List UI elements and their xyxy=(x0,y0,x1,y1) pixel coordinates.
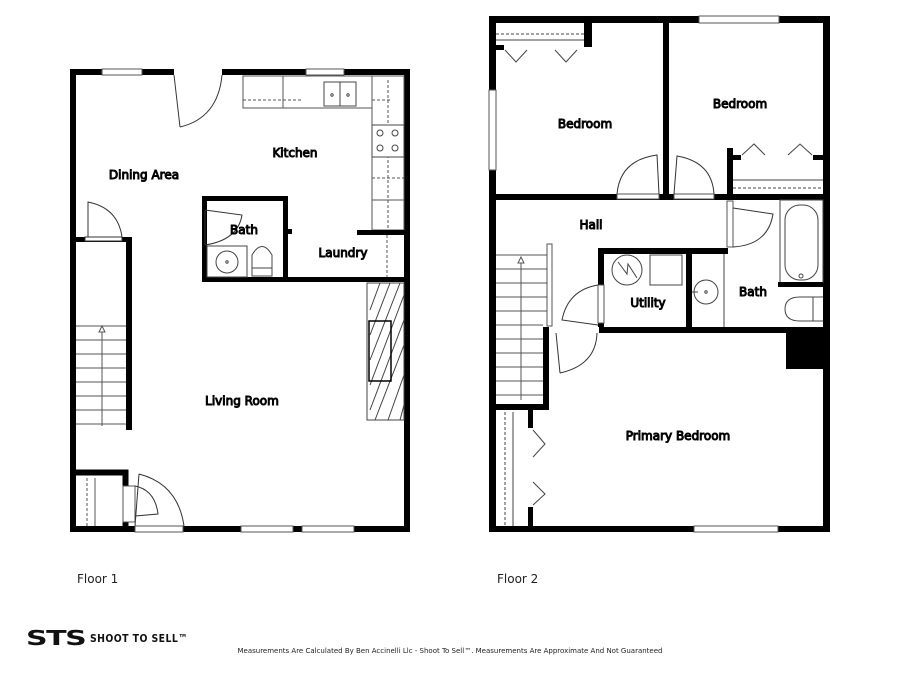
door-swing-icon xyxy=(673,155,715,200)
door-swing-icon xyxy=(549,327,599,374)
floor-2-exterior-walls xyxy=(489,16,830,532)
door-swing-icon xyxy=(616,154,660,200)
sts-logo-mark: STS xyxy=(26,626,87,650)
stairs-icon xyxy=(496,243,553,400)
door-swing-icon xyxy=(84,201,123,242)
room-label-bath: Bath xyxy=(739,285,767,299)
room-label-utility: Utility xyxy=(630,296,665,310)
entry-closet xyxy=(75,469,129,527)
door-swing-icon xyxy=(173,74,223,128)
stove-icon xyxy=(371,124,405,158)
toilet-icon xyxy=(251,246,273,277)
window-icon xyxy=(693,525,779,533)
room-label-hall: Hall xyxy=(579,218,602,232)
floor-1-plan: Dining Area Kitchen Bath Laundry Living … xyxy=(70,68,410,533)
room-label-kitchen: Kitchen xyxy=(272,146,317,160)
water-heater-icon xyxy=(611,254,643,286)
door-swing-icon xyxy=(726,200,774,248)
room-label-living-room: Living Room xyxy=(205,394,279,408)
sink-icon xyxy=(206,245,248,278)
floor-2-plan: Bedroom Bedroom Hall Utility Bath Primar… xyxy=(488,15,830,533)
floor-2-label: Floor 2 xyxy=(497,572,539,586)
floor-1-exterior-walls xyxy=(70,69,410,532)
logo-text: SHOOT TO SELL™ xyxy=(90,631,189,645)
door-gap xyxy=(174,69,222,75)
door-swing-icon xyxy=(122,473,185,527)
room-label-primary-bedroom: Primary Bedroom xyxy=(626,429,730,443)
room-label-bedroom-1: Bedroom xyxy=(558,117,612,131)
door-gap xyxy=(134,525,184,533)
shoot-to-sell-logo: STS SHOOT TO SELL™ xyxy=(26,628,205,648)
measurement-disclaimer: Measurements Are Calculated By Ben Accin… xyxy=(237,647,663,655)
window-icon xyxy=(488,89,497,171)
floor-1-label: Floor 1 xyxy=(77,572,119,586)
toilet-icon xyxy=(784,296,823,322)
fireplace-icon xyxy=(366,282,405,421)
window-icon xyxy=(240,525,294,533)
sink-icon xyxy=(692,279,719,305)
window-icon xyxy=(305,68,345,76)
door-swing-icon xyxy=(561,284,605,326)
bathtub-icon xyxy=(778,199,824,287)
sink-icon xyxy=(323,81,357,107)
room-label-laundry: Laundry xyxy=(319,246,368,260)
window-icon xyxy=(301,525,355,533)
room-label-bedroom-2: Bedroom xyxy=(713,97,767,111)
stairs-icon xyxy=(76,237,132,430)
room-label-dining-area: Dining Area xyxy=(109,168,179,182)
door-swing-icon xyxy=(204,209,243,246)
floor-2-interior-walls xyxy=(496,23,830,410)
closet-doors-icon xyxy=(727,143,823,195)
window-icon xyxy=(101,68,143,76)
closet-doors-icon xyxy=(504,410,546,526)
window-icon xyxy=(698,15,780,24)
furnace-icon xyxy=(649,254,683,286)
closet-doors-icon xyxy=(496,33,584,63)
room-label-bath: Bath xyxy=(230,223,258,237)
